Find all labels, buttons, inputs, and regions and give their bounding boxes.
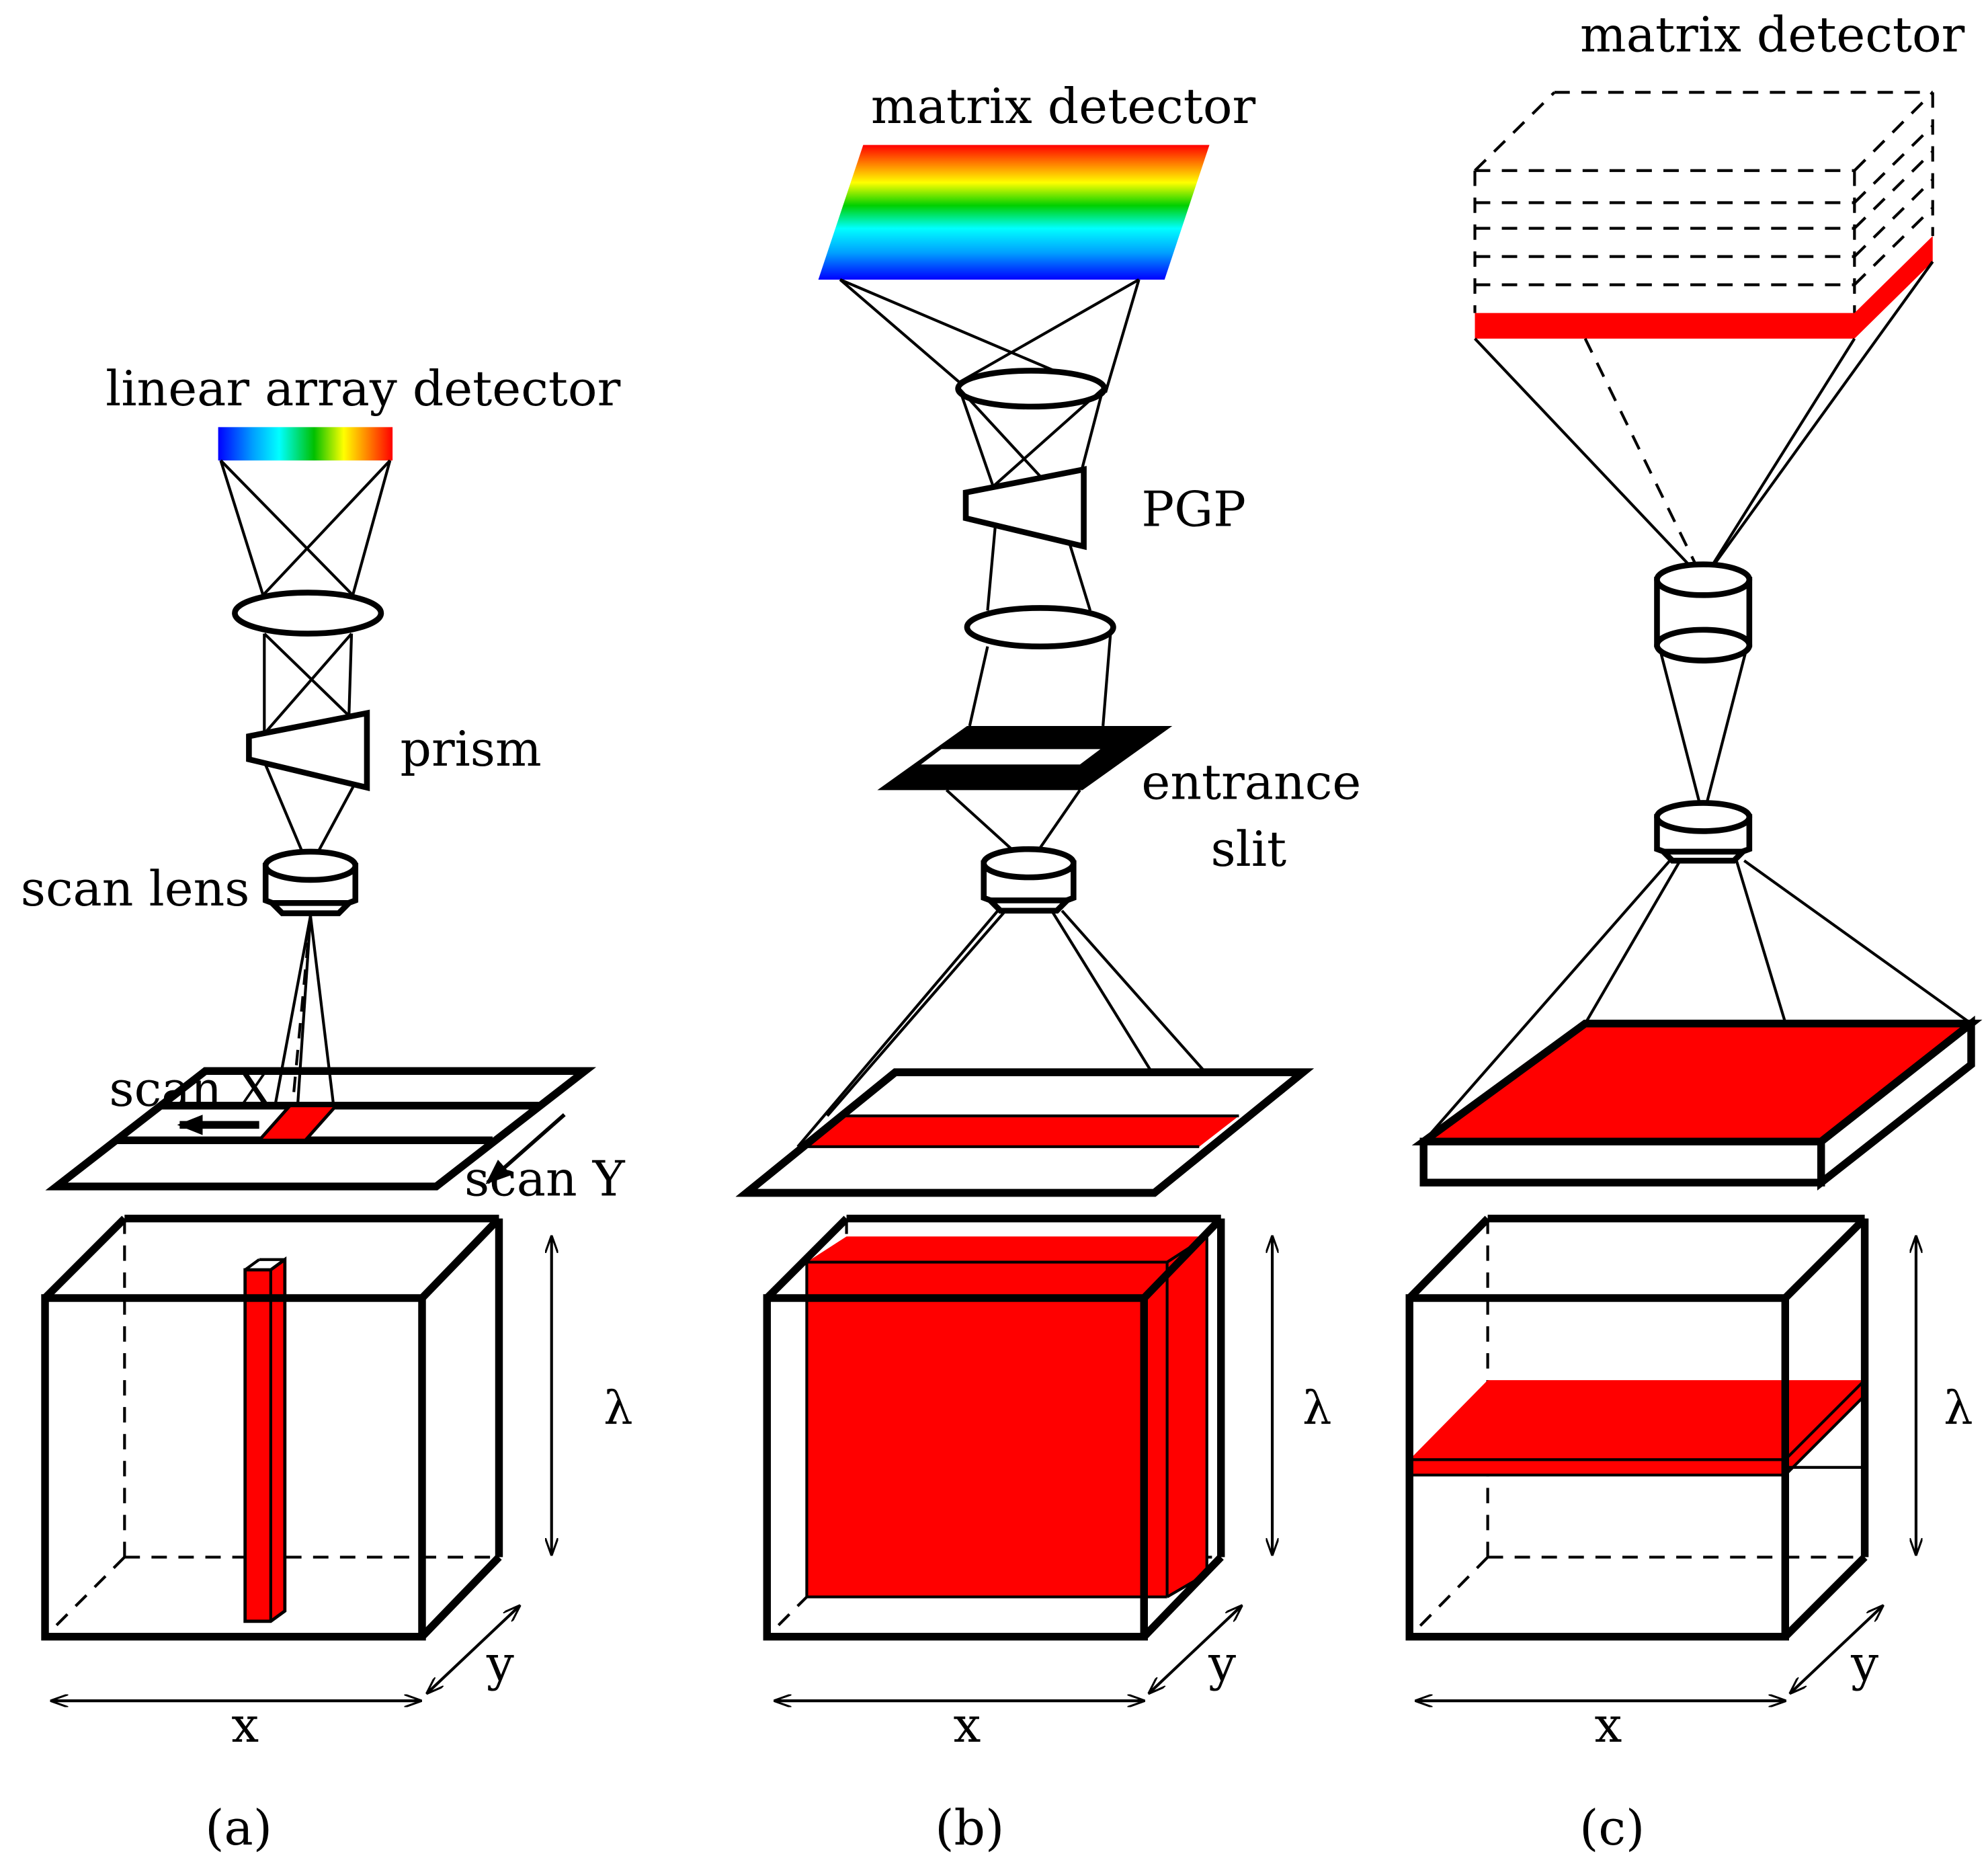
data-cube-c xyxy=(1405,1214,1869,1641)
axis-y-c: y xyxy=(1850,1636,1878,1693)
pgp-element xyxy=(962,466,1087,551)
axis-y-a: y xyxy=(486,1636,514,1693)
axis-x-a: x xyxy=(231,1697,259,1754)
axes-b: λ x y xyxy=(775,1236,1332,1754)
axis-y-b: y xyxy=(1208,1636,1236,1693)
entrance-slit-label-line1: entrance xyxy=(1141,755,1361,811)
rays-scan-lens-to-sample xyxy=(273,915,335,1108)
axis-lambda-b: λ xyxy=(1302,1381,1332,1435)
scan-lens xyxy=(262,848,359,916)
objective-lens-c xyxy=(1654,800,1753,864)
focusing-lens-b xyxy=(955,368,1108,410)
rays-detector-to-lens xyxy=(219,459,392,596)
objective-lens-b xyxy=(981,846,1077,914)
relay-lens-c xyxy=(1654,561,1753,663)
focusing-lens xyxy=(232,590,384,637)
data-cube-b xyxy=(763,1214,1225,1641)
spectral-column-a xyxy=(243,1256,287,1623)
prism xyxy=(246,709,370,792)
spectral-slice-c xyxy=(1409,1380,1865,1476)
illuminated-line xyxy=(800,1116,1239,1147)
rays-pgp-to-lens xyxy=(986,526,1092,611)
rays-relay-to-objective-c xyxy=(1658,647,1749,817)
entrance-slit xyxy=(877,725,1173,791)
matrix-detector-label-b: matrix detector xyxy=(871,79,1256,135)
panel-a: linear array detector prism scan lens xyxy=(21,361,633,1856)
caption-a: (a) xyxy=(205,1800,272,1856)
pgp-label: PGP xyxy=(1141,481,1245,538)
sample-slab-c xyxy=(1411,1015,1983,1191)
scan-lens-label: scan lens xyxy=(21,861,250,918)
rays-lens-to-slit xyxy=(968,631,1112,727)
scan-x-label: scan X xyxy=(109,1061,272,1118)
caption-b: (b) xyxy=(935,1800,1004,1856)
detector-stack-c xyxy=(1473,91,1934,339)
active-detector-layer xyxy=(1475,236,1933,339)
entrance-slit-label-line2: slit xyxy=(1210,821,1286,878)
rays-lens-to-prism xyxy=(263,633,354,735)
axes-c: λ x y xyxy=(1416,1236,1973,1754)
panel-b: matrix detector PGP ent xyxy=(735,79,1361,1856)
axes-a: λ x y xyxy=(52,1236,633,1754)
data-cube-a xyxy=(41,1214,503,1641)
rays-objective-to-sample-c xyxy=(1422,859,1973,1143)
scan-y-label: scan Y xyxy=(464,1151,626,1207)
spectral-plane-b xyxy=(806,1236,1207,1597)
linear-array-detector xyxy=(218,427,393,461)
matrix-detector-label-c: matrix detector xyxy=(1580,7,1965,63)
axis-x-c: x xyxy=(1595,1697,1622,1754)
panel-c: matrix detector xyxy=(1405,7,1983,1856)
sample-stage-b xyxy=(735,1068,1315,1197)
prism-label: prism xyxy=(401,721,542,778)
matrix-detector-b xyxy=(818,145,1210,280)
linear-array-detector-label: linear array detector xyxy=(106,361,620,417)
scan-spot xyxy=(255,1104,340,1142)
caption-c: (c) xyxy=(1579,1800,1645,1856)
collimating-lens-b xyxy=(964,605,1116,649)
rays-detector-to-lens-c xyxy=(1474,261,1934,581)
axis-x-b: x xyxy=(953,1697,981,1754)
sample-stage-a xyxy=(45,1067,597,1191)
axis-lambda-a: λ xyxy=(604,1381,633,1435)
axis-lambda-c: λ xyxy=(1944,1381,1973,1435)
